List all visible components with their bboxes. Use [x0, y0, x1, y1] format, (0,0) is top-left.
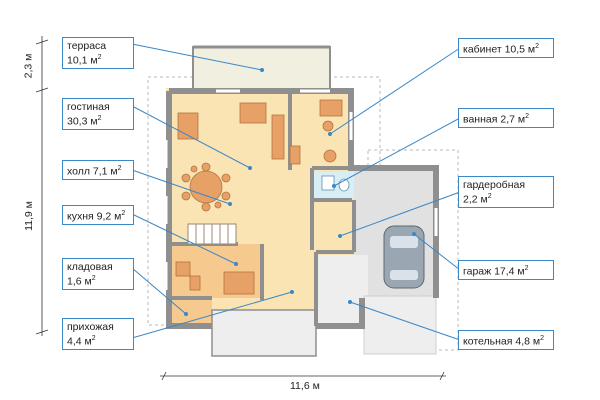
label-storage-name: кладовая [67, 261, 113, 273]
label-terrace-name: терраса [67, 40, 107, 52]
dimension-height: 11,9 м [22, 201, 35, 231]
label-terrace: терраса 10,1 м2 [62, 37, 134, 69]
label-study: кабинет 10,5 м2 [458, 38, 554, 58]
label-wardrobe-area: 2,2 м2 [463, 193, 492, 206]
staircase [187, 223, 237, 245]
label-wardrobe-name: гардеробная [463, 179, 526, 191]
windows [164, 89, 438, 290]
label-living-area: 30,3 м2 [67, 115, 102, 128]
label-wardrobe: гардеробная 2,2 м2 [458, 176, 554, 208]
garage-apron [363, 295, 437, 355]
leader-lines [131, 43, 461, 341]
dimension-width: 11,6 м [290, 380, 320, 392]
label-entry-area: 4,4 м2 [67, 335, 96, 348]
kitchen-furniture [175, 261, 255, 295]
dimension-terrace-depth: 2,3 м [22, 53, 35, 79]
label-boiler: котельная 4,8 м2 [458, 330, 554, 350]
label-living-name: гостиная [67, 101, 110, 113]
leader-dots [184, 68, 416, 316]
label-terrace-area: 10,1 м2 [67, 54, 102, 67]
label-storage-area: 1,6 м2 [67, 275, 96, 288]
label-bath: ванная 2,7 м2 [458, 108, 554, 128]
label-entry: прихожая 4,4 м2 [62, 318, 134, 350]
car-icon [383, 225, 425, 289]
label-entry-name: прихожая [67, 321, 114, 333]
label-storage: кладовая 1,6 м2 [62, 258, 134, 290]
label-living: гостиная 30,3 м2 [62, 98, 134, 130]
porch [211, 309, 317, 357]
storage-floor [172, 298, 212, 326]
dimension-lines [35, 36, 446, 381]
label-hall: холл 7,1 м2 [62, 160, 134, 180]
label-kitchen: кухня 9,2 м2 [62, 205, 134, 225]
study-furniture [289, 99, 343, 165]
label-garage: гараж 17,4 м2 [458, 260, 554, 280]
